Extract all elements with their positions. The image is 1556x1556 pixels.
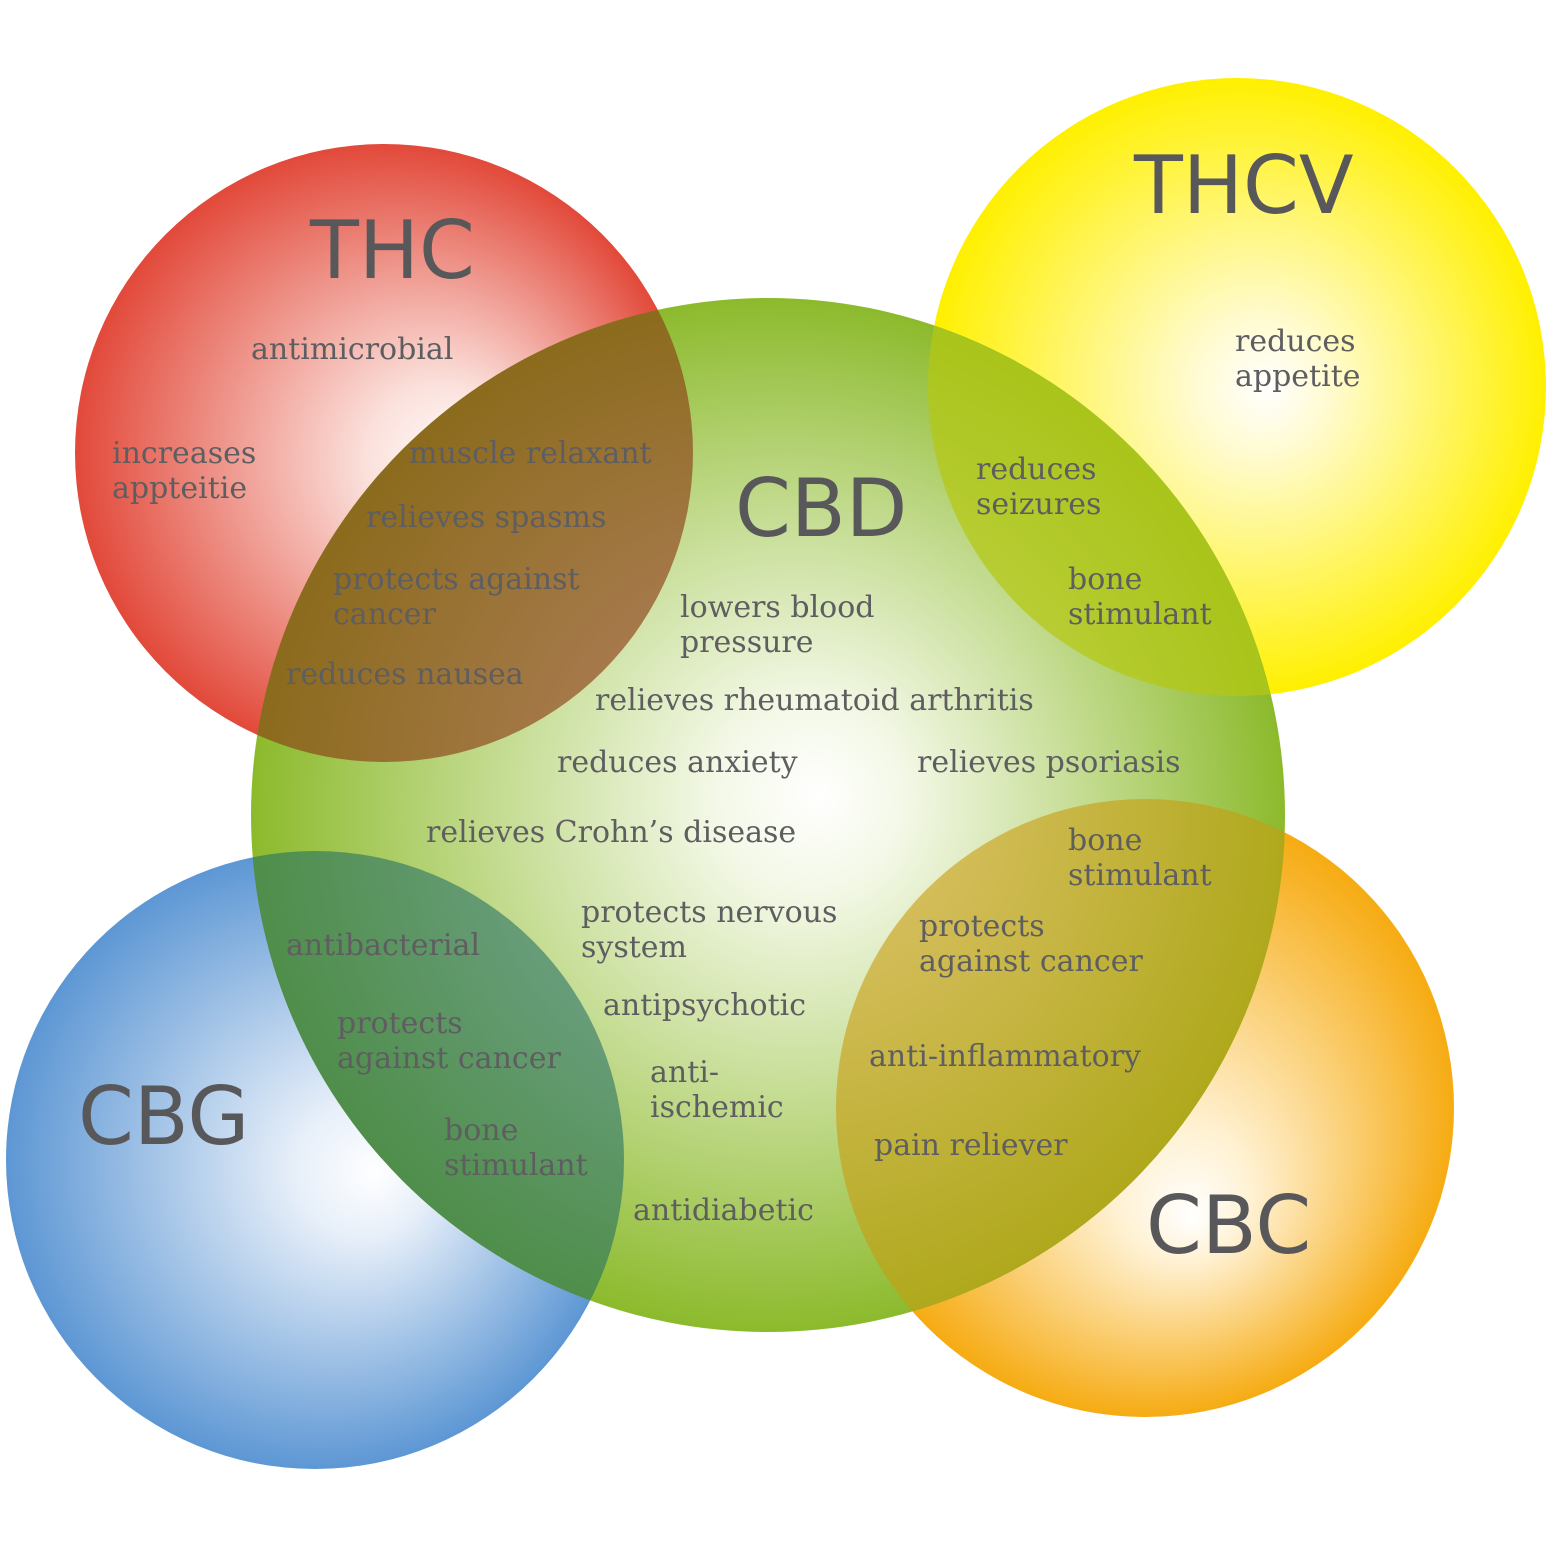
- thc-title: THC: [309, 204, 475, 297]
- effect-label: relieves rheumatoid arthritis: [595, 683, 1034, 718]
- effect-label: bone stimulant: [1068, 823, 1212, 893]
- cbd-title: CBD: [735, 462, 907, 555]
- effect-label: pain reliever: [874, 1128, 1068, 1163]
- effect-label: relieves Crohn’s disease: [426, 815, 796, 850]
- effect-label: lowers blood pressure: [680, 590, 884, 660]
- cbc-title: CBC: [1146, 1179, 1311, 1272]
- thcv-title: THCV: [1133, 139, 1354, 232]
- effect-label: protects nervous system: [581, 895, 847, 965]
- effect-label: reduces anxiety: [557, 745, 798, 780]
- effect-label: protects against cancer: [919, 909, 1143, 979]
- effect-label: protects against cancer: [333, 562, 589, 632]
- effect-label: increases appteitie: [112, 436, 266, 506]
- effect-label: antibacterial: [286, 928, 480, 963]
- cbg-cbd-overlap: [251, 851, 624, 1332]
- effect-label: reduces seizures: [976, 452, 1106, 522]
- effect-label: antidiabetic: [633, 1193, 814, 1228]
- thcv-cbd-overlap: [928, 298, 1285, 696]
- cbc-cbd-overlap: [836, 799, 1285, 1332]
- thc-cbd-overlap: [251, 298, 693, 762]
- effect-label: anti- ischemic: [650, 1055, 784, 1125]
- effect-label: reduces nausea: [286, 657, 524, 692]
- effect-label: relieves spasms: [366, 500, 606, 535]
- effect-label: bone stimulant: [1068, 562, 1212, 632]
- effect-label: protects against cancer: [337, 1006, 561, 1076]
- effect-label: bone stimulant: [444, 1113, 588, 1183]
- effect-label: relieves psoriasis: [917, 745, 1181, 780]
- effect-label: reduces appetite: [1235, 324, 1365, 394]
- effect-label: antipsychotic: [603, 988, 806, 1023]
- effect-label: antimicrobial: [251, 332, 453, 367]
- effect-label: muscle relaxant: [409, 436, 652, 471]
- cbg-title: CBG: [78, 1070, 249, 1163]
- effect-label: anti-inflammatory: [869, 1039, 1141, 1074]
